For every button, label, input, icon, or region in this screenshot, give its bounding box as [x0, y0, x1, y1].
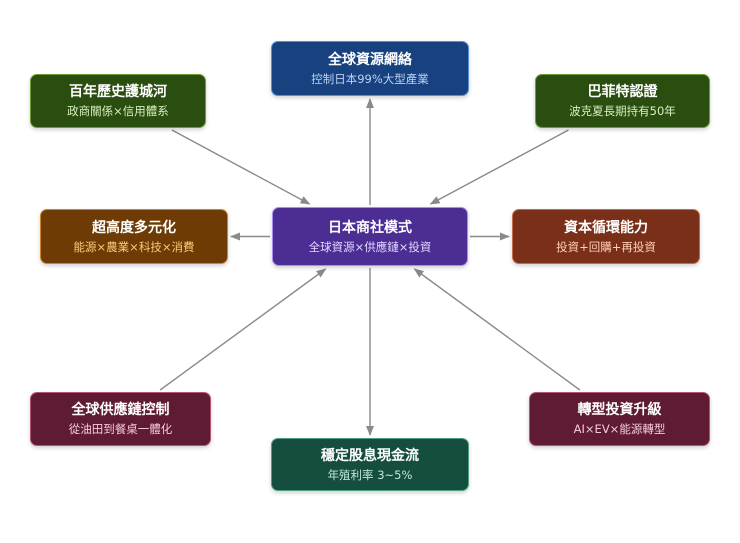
node-supply-chain-control: 全球供應鏈控制 從油田到餐桌一體化 [30, 392, 211, 446]
node-subtitle: 年殖利率 3~5% [327, 467, 413, 482]
node-diversification: 超高度多元化 能源×農業×科技×消費 [40, 209, 228, 264]
connector-arrow [159, 268, 327, 391]
node-stable-dividend: 穩定股息現金流 年殖利率 3~5% [271, 438, 469, 491]
node-subtitle: 控制日本99%大型產業 [311, 71, 429, 86]
node-capital-cycle: 資本循環能力 投資+回購+再投資 [512, 209, 700, 264]
node-japan-trading-house-model: 日本商社模式 全球資源×供應鏈×投資 [272, 207, 468, 266]
node-title: 日本商社模式 [328, 219, 412, 236]
node-subtitle: 能源×農業×科技×消費 [73, 239, 195, 254]
connector-arrow [171, 129, 311, 205]
node-transformation-investment: 轉型投資升級 AI×EV×能源轉型 [529, 392, 710, 446]
node-subtitle: 政商關係×信用體系 [67, 104, 169, 118]
node-global-resource-network: 全球資源網絡 控制日本99%大型產業 [271, 41, 469, 96]
node-subtitle: AI×EV×能源轉型 [573, 422, 666, 436]
node-title: 全球供應鏈控制 [71, 402, 170, 418]
node-subtitle: 全球資源×供應鏈×投資 [308, 239, 432, 254]
node-title: 穩定股息現金流 [321, 447, 419, 464]
node-title: 超高度多元化 [92, 219, 176, 236]
node-subtitle: 波克夏長期持有50年 [569, 104, 676, 118]
node-subtitle: 從油田到餐桌一體化 [68, 422, 173, 436]
node-subtitle: 投資+回購+再投資 [556, 239, 656, 254]
node-century-moat: 百年歷史護城河 政商關係×信用體系 [30, 74, 206, 128]
node-title: 百年歷史護城河 [69, 84, 167, 100]
node-title: 資本循環能力 [564, 219, 648, 236]
node-title: 全球資源網絡 [328, 51, 412, 68]
connector-arrow [429, 129, 569, 205]
connector-arrow [413, 268, 581, 391]
node-buffett-endorsement: 巴菲特認證 波克夏長期持有50年 [535, 74, 710, 128]
node-title: 轉型投資升級 [577, 402, 662, 418]
node-title: 巴菲特認證 [587, 84, 658, 100]
